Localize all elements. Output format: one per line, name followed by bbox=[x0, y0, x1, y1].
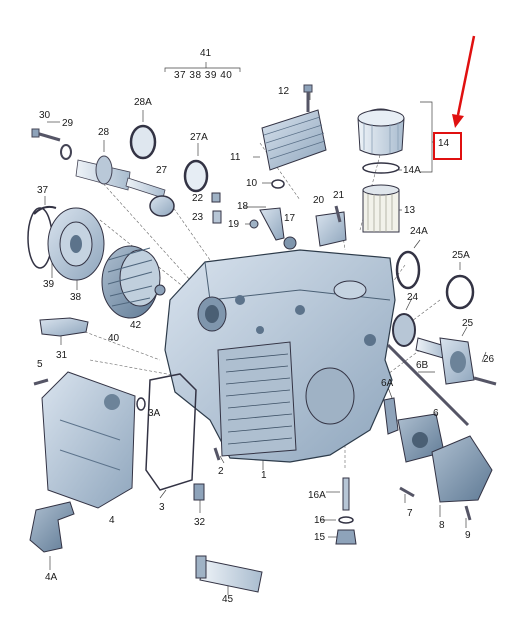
label-6A: 6A bbox=[381, 378, 394, 389]
label-1: 1 bbox=[261, 470, 267, 481]
seal-10 bbox=[271, 179, 285, 189]
bolt-12 bbox=[303, 84, 313, 112]
label-41: 41 bbox=[200, 48, 212, 59]
bolt-32 bbox=[193, 483, 205, 501]
seal-14A bbox=[362, 162, 400, 174]
label-2: 2 bbox=[218, 466, 224, 477]
label-6B: 6B bbox=[416, 360, 429, 371]
label-19: 19 bbox=[228, 219, 240, 230]
bracket-20 bbox=[315, 211, 347, 247]
oil-cooler-11 bbox=[261, 109, 327, 171]
label-31: 31 bbox=[56, 350, 68, 361]
shaft-28 bbox=[75, 155, 166, 199]
bolt-30 bbox=[31, 128, 61, 142]
label-45: 45 bbox=[222, 594, 234, 605]
label-37: 37 bbox=[37, 185, 49, 196]
label-22: 22 bbox=[192, 193, 204, 204]
label-23: 23 bbox=[192, 212, 204, 223]
label-4A: 4A bbox=[45, 572, 58, 583]
bracket-6A bbox=[383, 397, 399, 435]
bolt-26 bbox=[473, 376, 497, 386]
label-27A: 27A bbox=[190, 132, 208, 143]
label-30: 30 bbox=[39, 110, 51, 121]
label-37-40: 37 38 39 40 bbox=[174, 70, 233, 81]
seal-16 bbox=[338, 516, 354, 524]
label-4: 4 bbox=[109, 515, 115, 526]
label-14: 14 bbox=[438, 138, 450, 149]
label-21: 21 bbox=[333, 190, 345, 201]
highlight-arrow bbox=[452, 35, 476, 128]
label-26: 26 bbox=[483, 354, 495, 365]
label-24A: 24A bbox=[410, 226, 428, 237]
bracket-4A bbox=[29, 501, 75, 553]
ring-29 bbox=[60, 144, 72, 160]
seal-24A bbox=[395, 250, 421, 290]
sensor-31 bbox=[39, 317, 89, 337]
label-6: 6 bbox=[433, 408, 439, 419]
label-10: 10 bbox=[246, 178, 258, 189]
plug-15 bbox=[335, 529, 357, 545]
gear-38 bbox=[47, 207, 105, 281]
bolt-19 bbox=[249, 219, 259, 229]
cover-8 bbox=[431, 435, 493, 503]
label-39: 39 bbox=[43, 279, 55, 290]
bracket-18 bbox=[259, 207, 285, 241]
highlight-box bbox=[433, 132, 462, 160]
label-3A: 3A bbox=[148, 408, 161, 419]
seal-27A bbox=[183, 159, 209, 193]
label-28: 28 bbox=[98, 127, 110, 138]
label-38: 38 bbox=[70, 292, 82, 303]
plug-22 bbox=[211, 192, 221, 203]
label-14A: 14A bbox=[403, 165, 421, 176]
bolt-5 bbox=[33, 378, 49, 386]
clutch-40 bbox=[101, 245, 161, 319]
flange-25 bbox=[415, 337, 475, 385]
stud-6B bbox=[386, 343, 470, 427]
label-42: 42 bbox=[130, 320, 142, 331]
label-16A: 16A bbox=[308, 490, 326, 501]
label-8: 8 bbox=[439, 520, 445, 531]
label-27: 27 bbox=[156, 165, 168, 176]
gasket-3 bbox=[145, 373, 197, 491]
seal-17 bbox=[283, 236, 297, 250]
label-3: 3 bbox=[159, 502, 165, 513]
ring-3A bbox=[136, 397, 146, 411]
sealant-tube-45 bbox=[195, 555, 263, 593]
label-25A: 25A bbox=[452, 250, 470, 261]
label-12: 12 bbox=[278, 86, 290, 97]
label-20: 20 bbox=[313, 195, 325, 206]
label-40: 40 bbox=[108, 333, 120, 344]
seal-27 bbox=[149, 195, 175, 217]
label-29: 29 bbox=[62, 118, 74, 129]
label-15: 15 bbox=[314, 532, 326, 543]
label-28A: 28A bbox=[134, 97, 152, 108]
label-11: 11 bbox=[230, 152, 241, 163]
filter-13 bbox=[362, 184, 400, 233]
cover-4 bbox=[41, 371, 136, 509]
bolt-2 bbox=[213, 447, 221, 461]
filter-housing-14 bbox=[357, 108, 405, 156]
circlip-37 bbox=[33, 205, 57, 215]
label-17: 17 bbox=[284, 213, 296, 224]
label-5: 5 bbox=[37, 359, 43, 370]
label-32: 32 bbox=[194, 517, 206, 528]
seal-25A bbox=[445, 274, 475, 310]
label-13: 13 bbox=[404, 205, 416, 216]
gearbox-housing bbox=[164, 249, 396, 463]
label-24: 24 bbox=[407, 292, 419, 303]
label-18: 18 bbox=[237, 201, 249, 212]
bolt-7 bbox=[399, 486, 415, 498]
seal-24 bbox=[392, 313, 416, 347]
bolt-9 bbox=[464, 505, 472, 521]
sleeve-23 bbox=[212, 210, 222, 224]
label-25: 25 bbox=[462, 318, 474, 329]
seal-28A bbox=[129, 124, 157, 160]
bolt-21 bbox=[334, 205, 342, 223]
label-9: 9 bbox=[465, 530, 471, 541]
label-7: 7 bbox=[407, 508, 413, 519]
pin-16A bbox=[342, 477, 350, 511]
label-16: 16 bbox=[314, 515, 326, 526]
